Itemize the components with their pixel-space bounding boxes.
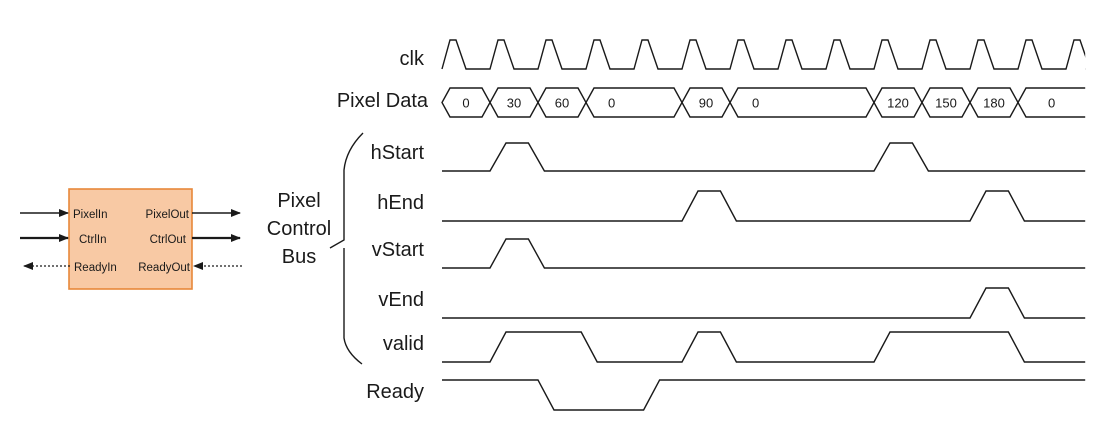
bus-label-line2: Control [267, 218, 331, 240]
control-bus-group: Pixel Control Bus [267, 132, 364, 365]
port-readyout: ReadyOut [138, 262, 191, 274]
data-segment [537, 87, 587, 118]
bus-label-line3: Bus [282, 246, 316, 268]
data-value-label: 30 [507, 96, 521, 111]
signal-trace-vstart [442, 238, 1086, 269]
data-value-label: 120 [887, 96, 909, 111]
data-segment [921, 87, 971, 118]
pixel-data-waveform: 0 30 60 0 90 0 120 150 180 0 [441, 87, 1086, 118]
signal-label-valid: valid [383, 333, 424, 355]
signal-label-vstart: vStart [372, 239, 425, 261]
signal-trace-ready [442, 379, 1086, 411]
data-value-label: 0 [752, 96, 759, 111]
data-value-label: 150 [935, 96, 957, 111]
clk-label: clk [400, 48, 425, 70]
clock-trace [441, 39, 1086, 70]
pixel-data-label: Pixel Data [337, 90, 429, 112]
data-segment [681, 87, 731, 118]
signal-label-hstart: hStart [371, 142, 425, 164]
data-segment [969, 87, 1019, 118]
data-segment [873, 87, 923, 118]
data-segment [489, 87, 539, 118]
clock-waveform [441, 39, 1086, 70]
signal-label-vend: vEnd [378, 289, 424, 311]
data-value-label: 0 [608, 96, 615, 111]
port-ctrlin: CtrlIn [79, 234, 106, 246]
port-ctrlout: CtrlOut [150, 234, 187, 246]
pixel-block: PixelIn CtrlIn ReadyIn PixelOut CtrlOut … [20, 188, 242, 290]
port-readyin: ReadyIn [74, 262, 117, 274]
data-value-label: 180 [983, 96, 1005, 111]
data-value-label: 0 [1048, 96, 1055, 111]
signal-label-hend: hEnd [377, 192, 424, 214]
signal-trace-vend [442, 287, 1086, 319]
bus-label-line1: Pixel [277, 190, 320, 212]
data-value-label: 0 [462, 96, 469, 111]
data-value-label: 90 [699, 96, 713, 111]
data-segment [441, 87, 491, 118]
signal-label-ready: Ready [366, 381, 424, 403]
port-pixelin: PixelIn [73, 209, 108, 221]
signal-trace-hstart [442, 142, 1086, 172]
data-segment [729, 87, 875, 118]
control-waveforms [442, 142, 1086, 411]
bus-brace [329, 132, 364, 365]
data-value-label: 60 [555, 96, 569, 111]
block-body [68, 188, 193, 290]
signal-trace-valid [442, 331, 1086, 363]
data-segment [585, 87, 683, 118]
signal-trace-hend [442, 190, 1086, 222]
data-segment [1017, 87, 1086, 118]
port-pixelout: PixelOut [146, 209, 190, 221]
